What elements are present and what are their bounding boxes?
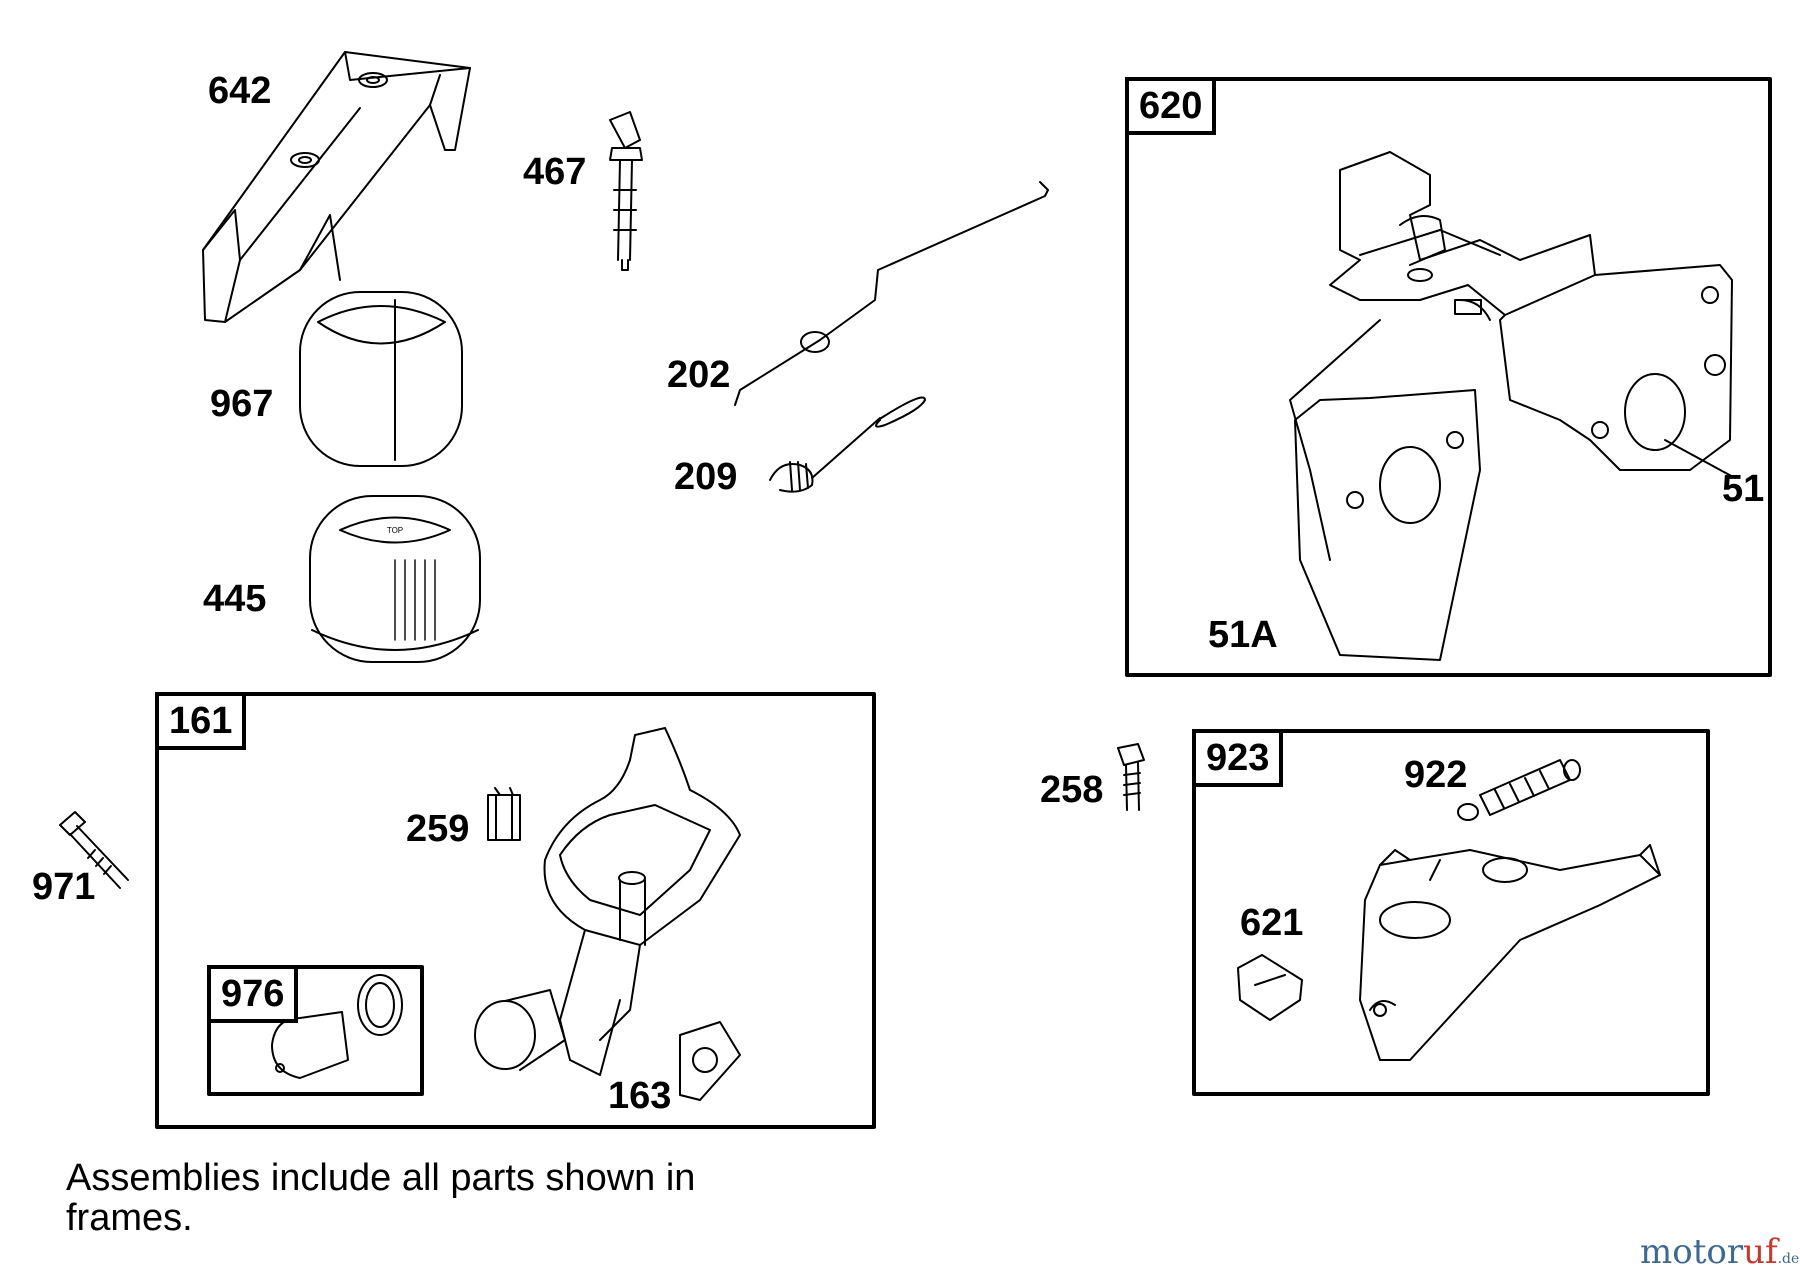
air-cleaner-cover-drawing — [202, 51, 471, 323]
assemblies-note: Assemblies include all parts shown in fr… — [66, 1157, 696, 1239]
part-label-967: 967 — [210, 383, 274, 425]
gasket-163-drawing — [679, 1021, 741, 1101]
governor-link-drawing — [734, 181, 1049, 406]
air-cleaner-base-drawing — [474, 727, 741, 1076]
part-label-258: 258 — [1040, 769, 1104, 811]
screw-971-drawing — [59, 811, 129, 889]
filter-element-976-drawing — [271, 1011, 349, 1079]
part-label-467: 467 — [523, 151, 587, 193]
governor-bracket-drawing — [1289, 151, 1733, 561]
frame-161-border — [155, 692, 876, 1129]
part-label-621: 621 — [1240, 902, 1304, 944]
part-label-209: 209 — [674, 456, 738, 498]
leader-line-51 — [1664, 439, 1736, 479]
frame-620-border — [1125, 77, 1772, 677]
frame-923-border — [1192, 729, 1710, 1096]
air-filter-drawing: TOP — [309, 495, 481, 663]
pre-cleaner-drawing — [299, 291, 463, 467]
breather-259-drawing — [487, 787, 521, 841]
frame-tag-620: 620 — [1125, 77, 1217, 135]
part-label-51a: 51A — [1208, 614, 1278, 656]
governor-spring-drawing — [769, 396, 926, 493]
dipstick-drawing — [609, 111, 643, 271]
part-label-259: 259 — [406, 808, 470, 850]
part-label-202: 202 — [667, 354, 731, 396]
frame-tag-161: 161 — [155, 692, 247, 750]
spring-922-drawing — [1457, 759, 1581, 821]
svg-text:TOP: TOP — [387, 526, 403, 535]
part-label-642: 642 — [208, 70, 272, 112]
bolt-258-drawing — [1117, 743, 1145, 811]
watermark-brand-b: uf — [1743, 1232, 1778, 1272]
part-label-51: 51 — [1722, 468, 1765, 510]
part-label-922: 922 — [1404, 754, 1468, 796]
part-label-971: 971 — [32, 866, 96, 908]
gasket-51a-drawing — [1294, 389, 1481, 661]
watermark-logo: motoruf.de — [1640, 1232, 1799, 1272]
watermark-tld: .de — [1777, 1251, 1800, 1267]
watermark-brand-a: motor — [1640, 1232, 1744, 1272]
frame-tag-923: 923 — [1192, 729, 1284, 787]
frame-tag-976: 976 — [207, 965, 299, 1023]
clip-621-drawing — [1237, 954, 1303, 1021]
governor-control-plate-drawing — [1359, 844, 1661, 1061]
part-label-445: 445 — [203, 578, 267, 620]
frame-976-border — [207, 965, 424, 1096]
part-label-163: 163 — [608, 1075, 672, 1117]
clamp-976-drawing — [357, 974, 403, 1036]
